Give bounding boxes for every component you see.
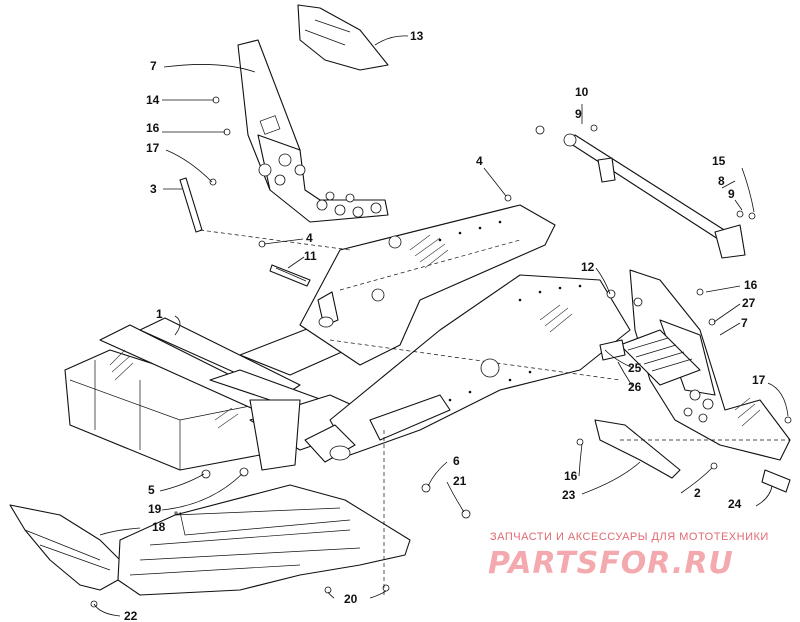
callout-14: 14 <box>146 93 160 107</box>
clip-24 <box>761 469 791 493</box>
callout-10: 10 <box>575 85 589 99</box>
frame-rivets <box>438 220 582 402</box>
watermark-brand: PARTSFOR.RU <box>488 546 734 581</box>
callout-16: 16 <box>146 121 160 135</box>
fasteners <box>90 96 792 608</box>
frame-hatch <box>109 234 573 429</box>
callout-3: 3 <box>150 182 157 196</box>
front-skid-plate <box>9 504 121 591</box>
side-bracket <box>594 419 681 479</box>
assembly-lines <box>199 229 790 595</box>
callout-5: 5 <box>148 483 155 497</box>
belly-pan <box>117 484 411 596</box>
callout-labels: 1234456778991011121314151616161717181920… <box>124 29 766 622</box>
front-bulkhead <box>599 269 791 461</box>
callout-17: 17 <box>146 141 160 155</box>
spacer-rod <box>269 264 311 287</box>
callout-21: 21 <box>453 474 467 488</box>
callout-9: 9 <box>575 107 582 121</box>
callout-9: 9 <box>728 187 735 201</box>
callout-27: 27 <box>742 296 756 310</box>
callout-25: 25 <box>628 361 642 375</box>
callout-8: 8 <box>718 174 725 188</box>
callout-7: 7 <box>741 316 748 330</box>
callout-16: 16 <box>744 278 758 292</box>
main-frame <box>64 204 631 471</box>
steering-arm <box>563 133 746 259</box>
callout-7: 7 <box>150 59 157 73</box>
callout-17: 17 <box>752 373 766 387</box>
leader-lines <box>93 35 789 617</box>
callout-4: 4 <box>476 154 483 168</box>
callout-19: 19 <box>148 502 162 516</box>
bracket-rod <box>179 177 203 233</box>
steering-support <box>237 39 389 223</box>
steering-cover <box>297 4 389 71</box>
callout-26: 26 <box>628 380 642 394</box>
callout-16: 16 <box>564 469 578 483</box>
callout-18: 18 <box>152 520 166 534</box>
callout-22: 22 <box>124 609 138 622</box>
watermark-caption: ЗАПЧАСТИ И АКСЕССУАРЫ ДЛЯ МОТОТЕХНИКИ <box>490 531 769 543</box>
watermark: ЗАПЧАСТИ И АКСЕССУАРЫ ДЛЯ МОТОТЕХНИКИ PA… <box>488 531 769 581</box>
callout-11: 11 <box>304 249 317 263</box>
callout-1: 1 <box>156 307 163 321</box>
callout-13: 13 <box>410 29 424 43</box>
callout-23: 23 <box>562 488 576 502</box>
callout-4: 4 <box>306 231 313 245</box>
callout-12: 12 <box>581 260 595 274</box>
callout-20: 20 <box>344 592 358 606</box>
callout-6: 6 <box>453 454 460 468</box>
callout-15: 15 <box>712 154 726 168</box>
callout-2: 2 <box>694 486 701 500</box>
callout-24: 24 <box>728 497 742 511</box>
